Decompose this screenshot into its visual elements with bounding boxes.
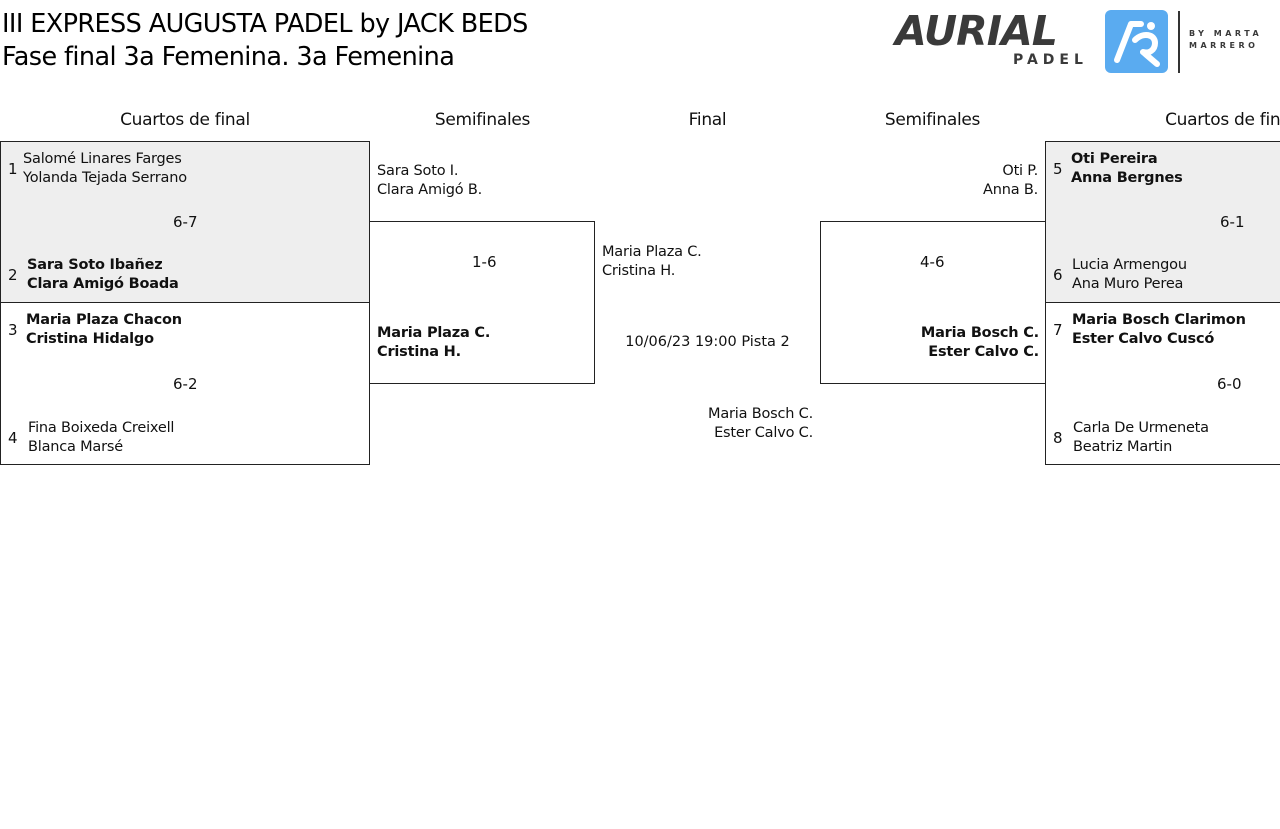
round-header-qf-right: Cuartos de final	[1165, 110, 1280, 130]
round-header-final: Final	[688, 110, 727, 130]
player-name: Oti P.	[1002, 163, 1038, 179]
qf-match-4[interactable]: 7 Maria Bosch Clarimon Ester Calvo Cuscó…	[1045, 302, 1280, 465]
aurial-padel-logo: AURIAL PADEL BY MARTA MARRERO	[895, 8, 1280, 76]
winner-player-name: Sara Soto Ibañez	[27, 257, 163, 273]
seed-number: 4	[8, 429, 18, 447]
player-name: Lucia Armengou	[1072, 257, 1187, 273]
seed-number: 7	[1053, 321, 1063, 339]
player-name: Blanca Marsé	[28, 439, 123, 455]
match-score: 1-6	[472, 253, 497, 271]
winner-player-name: Anna Bergnes	[1071, 170, 1183, 186]
round-header-sf-right: Semifinales	[884, 110, 981, 130]
player-name: Beatriz Martin	[1073, 439, 1173, 455]
seed-number: 8	[1053, 429, 1063, 447]
logo-byline: BY MARTA MARRERO	[1189, 29, 1263, 50]
winner-player-name: Maria Bosch Clarimon	[1072, 312, 1246, 328]
winner-player-name: Maria Plaza C.	[377, 325, 491, 341]
player-name: Salomé Linares Farges	[23, 151, 182, 167]
player-name: Sara Soto I.	[377, 163, 459, 179]
round-header-sf-left: Semifinales	[434, 110, 531, 130]
player-name: Cristina H.	[602, 263, 676, 279]
player-name: Fina Boixeda Creixell	[28, 420, 175, 436]
phase-subtitle: Fase final 3a Femenina. 3a Femenina	[2, 42, 455, 72]
match-score: 6-2	[173, 375, 198, 393]
player-name: Maria Plaza C.	[602, 244, 702, 260]
winner-player-name: Ester Calvo C.	[928, 344, 1039, 360]
match-score: 6-7	[173, 213, 198, 231]
seed-number: 2	[8, 266, 18, 284]
final-schedule: 10/06/23 19:00 Pista 2	[625, 334, 790, 350]
sf-match-left[interactable]: 1-6 Maria Plaza C. Cristina H.	[369, 221, 595, 384]
player-name: Ester Calvo C.	[714, 425, 813, 441]
qf-match-3[interactable]: 5 Oti Pereira Anna Bergnes 6-1 6 Lucia A…	[1045, 141, 1280, 303]
tournament-title: III EXPRESS AUGUSTA PADEL by JACK BEDS	[2, 9, 528, 39]
winner-player-name: Cristina Hidalgo	[26, 331, 154, 347]
player-name: Yolanda Tejada Serrano	[23, 170, 187, 186]
qf-match-2[interactable]: 3 Maria Plaza Chacon Cristina Hidalgo 6-…	[0, 302, 370, 465]
qf-match-1[interactable]: 1 Salomé Linares Farges Yolanda Tejada S…	[0, 141, 370, 303]
logo-sub: PADEL	[1013, 52, 1088, 68]
winner-player-name: Ester Calvo Cuscó	[1072, 331, 1215, 347]
match-score: 6-0	[1217, 375, 1242, 393]
winner-player-name: Maria Bosch C.	[920, 325, 1039, 341]
seed-number: 6	[1053, 266, 1063, 284]
player-name: Maria Bosch C.	[708, 406, 813, 422]
player-name: Anna B.	[983, 182, 1038, 198]
player-name: Carla De Urmeneta	[1073, 420, 1209, 436]
winner-player-name: Clara Amigó Boada	[27, 276, 179, 292]
match-score: 6-1	[1220, 213, 1245, 231]
seed-number: 5	[1053, 160, 1063, 178]
winner-player-name: Maria Plaza Chacon	[26, 312, 182, 328]
winner-player-name: Oti Pereira	[1071, 151, 1158, 167]
seed-number: 1	[8, 160, 18, 178]
match-score: 4-6	[920, 253, 945, 271]
logo-divider	[1178, 11, 1180, 73]
logo-word: AURIAL	[895, 7, 1058, 55]
sf-match-right[interactable]: 4-6 Maria Bosch C. Ester Calvo C.	[820, 221, 1046, 384]
seed-number: 3	[8, 321, 18, 339]
player-name: Clara Amigó B.	[377, 182, 483, 198]
round-header-qf-left: Cuartos de final	[120, 110, 250, 130]
player-name: Ana Muro Perea	[1072, 276, 1184, 292]
winner-player-name: Cristina H.	[377, 344, 461, 360]
logo-badge-icon	[1105, 10, 1168, 73]
